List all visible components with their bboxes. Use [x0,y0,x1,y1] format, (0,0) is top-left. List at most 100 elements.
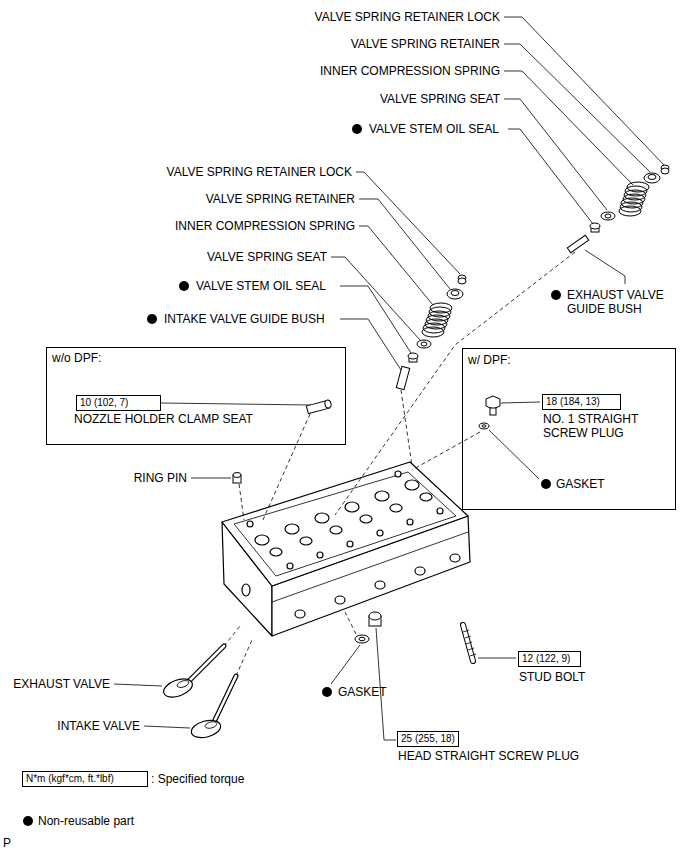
valve-spring-set [408,353,418,359]
small-parts [324,399,332,408]
cylinder-head [405,480,419,490]
cylinder-head [347,541,353,547]
part-name: VALVE SPRING RETAINER [351,37,500,51]
assembly-path [412,432,480,470]
leader-line [161,403,311,405]
torque-box: 10 (102, 7) [76,395,161,411]
cylinder-head [285,524,299,534]
panel-heading: w/ DPF: [468,353,511,367]
valve-spring-set [417,340,431,348]
cylinder-head [222,462,470,636]
small-parts [355,635,369,643]
torque-value: 25 (255, 18) [401,733,455,745]
cylinder-head [420,493,432,501]
non-reusable-dot [322,687,332,697]
part-name: VALVE SPRING SEAT [380,92,500,106]
cylinder-head [272,532,468,602]
cylinder-head [450,554,460,562]
variant-panel: w/o DPF:NOZZLE HOLDER CLAMP SEAT10 (102,… [46,347,346,445]
cylinder-head [375,581,385,589]
legend-text: : Specified torque [151,772,244,786]
cylinder-head [295,610,305,618]
cylinder-head [255,535,269,545]
small-parts [359,637,365,641]
valve [214,676,236,722]
cylinder-head [247,521,253,527]
leader-line [504,44,650,172]
cylinder-head [437,508,443,514]
assembly-path [401,390,412,466]
part-name: VALVE STEM OIL SEAL [196,279,326,293]
part-name: INNER COMPRESSION SPRING [175,219,355,233]
part-name: INTAKE VALVE [57,719,140,733]
leader-line [114,684,162,686]
leader-line [585,250,625,284]
cylinder-head [390,504,402,512]
valve [161,675,195,700]
leader-line [504,17,664,165]
cylinder-head [242,584,250,596]
cylinder-head [330,526,342,534]
part-name: GASKET [338,685,387,699]
leader-line [114,17,664,740]
cylinder-head [222,462,468,586]
assembly-path [236,640,252,676]
non-reusable-dot [23,816,33,826]
leader-line [331,257,420,340]
cylinder-head [270,548,282,556]
part-name: STUD BOLT [519,670,585,684]
cylinder-head [287,563,293,569]
leader-line [501,402,540,403]
small-parts [463,630,469,632]
valve [161,646,236,741]
valve-spring-set [605,214,611,218]
non-reusable-dot [352,124,362,134]
small-parts [486,396,500,409]
leader-line [508,129,593,224]
small-parts [233,396,500,661]
valve [176,679,189,689]
valve-spring-set [567,235,588,253]
part-name: VALVE SPRING RETAINER LOCK [315,10,500,24]
small-parts [482,425,486,427]
variant-panel: w/ DPF:NO. 1 STRAIGHT SCREW PLUGGASKET18… [462,348,676,510]
valve-spring-set [421,342,427,346]
valve-spring-set [451,291,459,296]
valve-spring-set [619,182,649,216]
cylinder-head [377,530,383,536]
small-parts [490,408,496,415]
part-name: VALVE STEM OIL SEAL [369,122,499,136]
valve-spring-set [590,223,600,229]
torque-box: 25 (255, 18) [397,731,459,747]
valve [204,721,217,730]
leader-line [376,628,396,740]
cylinder-head [315,513,329,523]
part-name: VALVE SPRING RETAINER LOCK [167,165,352,179]
cylinder-head [375,491,389,501]
torque-value: 10 (102, 7) [80,397,157,409]
cylinder-head [300,537,312,545]
small-parts [466,642,472,644]
leader-line [340,286,411,353]
part-name: EXHAUST VALVE GUIDE BUSH [567,288,679,316]
small-parts [479,423,489,429]
valve-spring-set [447,289,463,299]
part-name: VALVE SPRING SEAT [207,250,327,264]
torque-box: 12 (122, 9) [518,651,581,667]
small-parts [369,612,381,620]
torque-box: 18 (184, 13) [542,394,621,410]
torque-box: N*m (kgf*cm, ft.*lbf) [22,771,148,787]
leader-line [191,478,231,479]
leader-line [359,199,450,289]
leader-line [478,658,516,659]
small-parts [470,654,476,656]
leader-line [340,319,401,370]
small-parts [233,473,241,478]
leader-line [504,71,633,185]
assembly-path [239,484,244,520]
part-name: HEAD STRAIGHT SCREW PLUG [398,749,579,763]
non-reusable-dot [23,124,561,826]
valve-spring-set [396,165,669,390]
valve [214,676,236,722]
assembly-path [224,626,240,646]
